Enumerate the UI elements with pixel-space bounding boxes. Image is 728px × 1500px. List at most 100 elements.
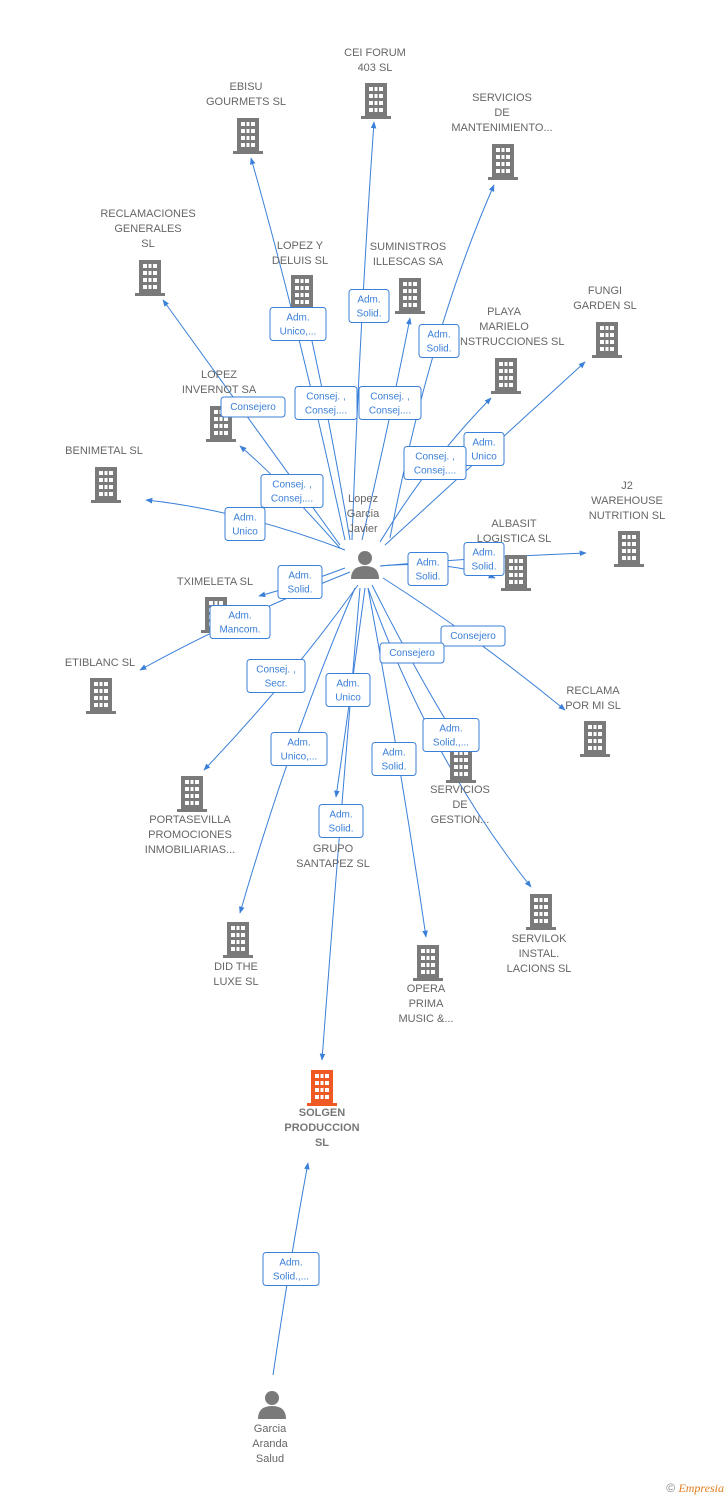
role-label-r11[interactable]: Adm. Solid. xyxy=(407,552,449,586)
node-label: Lopez xyxy=(348,493,378,505)
building-icon xyxy=(446,747,476,783)
role-text: Adm. xyxy=(279,1258,302,1269)
role-label-r1[interactable]: Adm.Unico,... xyxy=(269,307,327,341)
footer-brand[interactable]: © Empresia xyxy=(666,1481,724,1496)
node-label: PROMOCIONES xyxy=(148,829,232,841)
node-ebisu[interactable]: EBISU GOURMETS SL xyxy=(206,81,286,154)
node-label: SOLGEN xyxy=(299,1107,346,1119)
role-label-r14[interactable]: Adm.Mancom. xyxy=(209,605,271,639)
role-label-r22[interactable]: Adm.Solid. xyxy=(318,804,364,838)
node-label: GARDEN SL xyxy=(573,300,637,312)
role-text: Consejero xyxy=(230,402,276,413)
role-text: Solid. xyxy=(356,309,381,320)
role-text: Unico xyxy=(471,452,497,463)
node-servmant[interactable]: SERVICIOSDEMANTENIMIENTO... xyxy=(451,92,553,180)
person-icon xyxy=(351,551,379,579)
node-label: PRIMA xyxy=(409,998,445,1010)
role-text: Secr. xyxy=(265,679,288,690)
node-label: GOURMETS SL xyxy=(206,96,286,108)
role-text: Consej. , xyxy=(415,452,454,463)
role-label-r2[interactable]: Adm. Solid. xyxy=(348,289,390,323)
role-label-r5[interactable]: Consej. ,Consej.... xyxy=(294,386,358,420)
role-text: Adm. xyxy=(472,438,495,449)
role-text: Solid. xyxy=(415,572,440,583)
role-label-r16[interactable]: Consejero xyxy=(379,642,445,664)
role-text: Adm. xyxy=(357,295,380,306)
node-portasevilla[interactable]: PORTASEVILLA PROMOCIONES INMOBILIARIAS... xyxy=(145,776,235,856)
role-label-r13[interactable]: Adm.Solid. xyxy=(277,565,323,599)
role-label-r18[interactable]: Adm.Unico xyxy=(325,673,371,707)
role-text: Consej.... xyxy=(414,466,456,477)
building-icon xyxy=(413,945,443,981)
role-text: Adm. xyxy=(228,611,251,622)
node-label: GESTION... xyxy=(431,814,490,826)
building-icon xyxy=(395,278,425,314)
node-label: EBISU xyxy=(229,81,262,93)
copyright-icon: © xyxy=(666,1481,676,1495)
role-label-r3[interactable]: Adm.Solid. xyxy=(418,324,460,358)
role-label-r8[interactable]: Consej. , Consej.... xyxy=(403,446,467,480)
node-label: Garcia xyxy=(347,508,380,520)
role-label-r15[interactable]: Consejero xyxy=(440,625,506,647)
role-text: Solid. xyxy=(287,585,312,596)
role-label-r7[interactable]: Adm. Unico xyxy=(463,432,505,466)
node-label: INSTAL. xyxy=(519,948,560,960)
role-label-r23[interactable]: Adm.Solid.,... xyxy=(262,1252,320,1286)
role-label-r4[interactable]: Consejero xyxy=(220,396,286,418)
node-benimetal[interactable]: BENIMETAL SL xyxy=(65,445,143,503)
node-label: J2 xyxy=(621,480,633,492)
node-label: Garcia xyxy=(254,1423,287,1435)
building-icon xyxy=(177,776,207,812)
role-label-r9[interactable]: Consej. ,Consej.... xyxy=(260,474,324,508)
building-icon xyxy=(501,555,531,591)
building-icon xyxy=(135,260,165,296)
building-icon xyxy=(233,118,263,154)
node-label: DELUIS SL xyxy=(272,255,328,267)
node-label: SUMINISTROS xyxy=(370,241,446,253)
role-text: Consejero xyxy=(389,648,435,659)
building-icon xyxy=(91,467,121,503)
role-label-r17[interactable]: Consej. ,Secr. xyxy=(246,659,306,693)
node-label: NUTRITION SL xyxy=(589,510,665,522)
role-label-r6[interactable]: Consej. ,Consej.... xyxy=(358,386,422,420)
role-text: Solid. xyxy=(426,344,451,355)
node-label: OPERA xyxy=(407,983,446,995)
node-etiblanc[interactable]: ETIBLANC SL xyxy=(65,657,135,714)
role-label-r12[interactable]: Adm.Solid. xyxy=(463,542,505,576)
node-label: SL xyxy=(315,1137,329,1149)
node-label: PRODUCCION xyxy=(284,1122,359,1134)
role-label-r21[interactable]: Adm.Solid. xyxy=(371,742,417,776)
node-label: PORTASEVILLA xyxy=(149,814,231,826)
building-icon xyxy=(526,894,556,930)
node-servgest[interactable]: SERVICIOSDEGESTION... xyxy=(430,747,490,826)
role-label-r10[interactable]: Adm.Unico xyxy=(224,507,266,541)
node-label: POR MI SL xyxy=(565,700,621,712)
role-text: Adm. xyxy=(336,679,359,690)
node-solgen[interactable]: SOLGEN PRODUCCION SL xyxy=(284,1070,360,1149)
role-label-r20[interactable]: Adm.Solid.,... xyxy=(422,718,480,752)
role-text: Consej.... xyxy=(271,494,313,505)
node-layer: LopezGarciaJavierGarciaArandaSaludSOLGEN… xyxy=(65,47,665,1465)
node-label: DE xyxy=(452,799,467,811)
role-label-r19[interactable]: Adm.Unico,... xyxy=(270,732,328,766)
node-tximeleta[interactable]: TXIMELETA SL xyxy=(177,576,253,633)
node-label: INMOBILIARIAS... xyxy=(145,844,235,856)
role-text: Adm. xyxy=(416,558,439,569)
building-icon xyxy=(592,322,622,358)
node-label: DE xyxy=(494,107,509,119)
